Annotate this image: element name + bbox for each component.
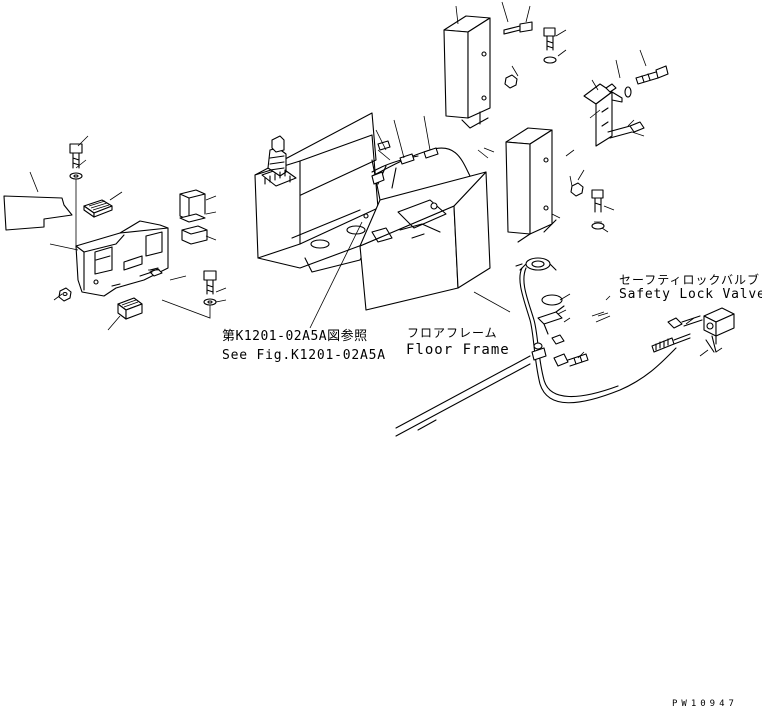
console-box <box>75 227 169 297</box>
cab-base-assembly <box>254 112 511 329</box>
stud-bolt <box>551 334 589 367</box>
bolt-valve <box>667 315 703 329</box>
cable-hoses <box>371 140 471 189</box>
safety-lock-valve-label-jp: セーフティロックバルブ <box>619 273 760 287</box>
switch-part <box>83 199 113 218</box>
floor-frame-lines <box>395 355 531 437</box>
long-bolt <box>624 65 669 98</box>
bolt-mid-right <box>591 189 605 230</box>
top-right-cover-assembly <box>443 1 669 243</box>
bolt-left-2 <box>161 270 217 319</box>
connector-left <box>117 297 143 320</box>
reference-figure-label-en: See Fig.K1201-02A5A <box>222 348 386 363</box>
nut-top <box>504 74 518 89</box>
left-console-assembly <box>3 135 227 331</box>
cover-plate <box>3 195 73 231</box>
reference-figure-label-jp: 第K1201-02A5A図参照 <box>222 329 368 344</box>
bolt-left-1 <box>69 143 83 246</box>
bolt-top-1 <box>503 21 533 35</box>
bolt-top-2 <box>543 27 557 64</box>
cable-end-fitting <box>651 333 691 353</box>
drawing-code: PW10947 <box>672 699 738 709</box>
safety-lock-valve-assembly <box>395 257 735 437</box>
floor-frame-label-en: Floor Frame <box>406 342 510 358</box>
bracket-parts <box>179 189 208 245</box>
safety-lock-valve <box>703 307 735 353</box>
floor-frame-label-jp: フロアフレーム <box>407 326 498 340</box>
joystick-control <box>261 135 297 187</box>
safety-lock-valve-label-en: Safety Lock Valve <box>619 287 762 302</box>
